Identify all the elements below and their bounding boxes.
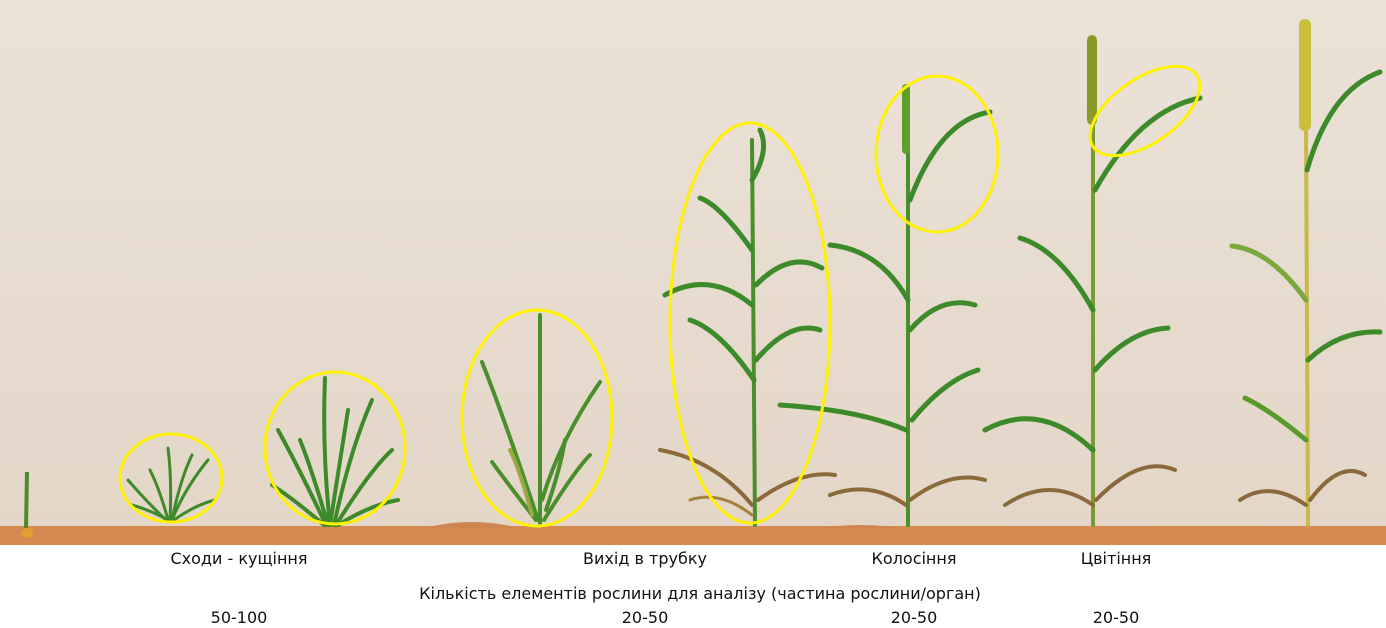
analysis-caption: Кількість елементів рослини для аналізу … [419,584,981,603]
stage-label: Сходи - кущіння [170,549,307,568]
stage-label: Цвітіння [1081,549,1152,568]
wheat-growth-stages-illustration [0,0,1386,545]
stage-label: Колосіння [872,549,957,568]
sample-count: 20-50 [891,608,938,627]
sample-count: 20-50 [622,608,669,627]
sample-count: 50-100 [211,608,268,627]
stage-label: Вихід в трубку [583,549,707,568]
soil-strip [0,526,1386,545]
sample-count: 20-50 [1093,608,1140,627]
